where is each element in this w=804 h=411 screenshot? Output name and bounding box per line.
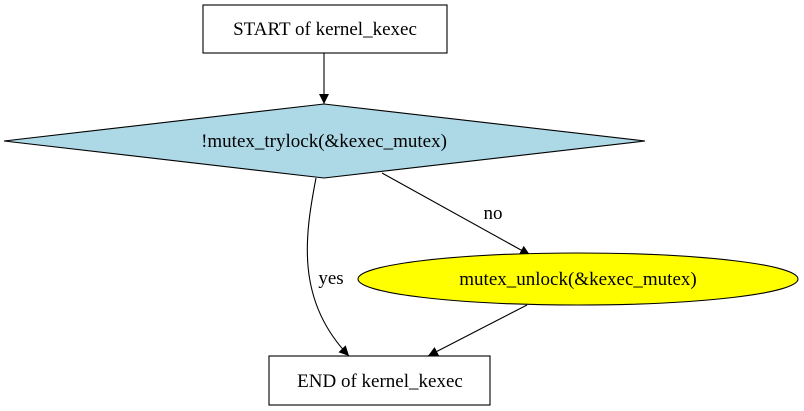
start-node-label: START of kernel_kexec (233, 19, 417, 40)
edge-decision-to-unlock: no (381, 172, 531, 256)
end-node[interactable]: END of kernel_kexec (268, 355, 491, 406)
edge-decision-to-unlock-line (381, 172, 531, 256)
edge-unlock-to-end (427, 304, 528, 357)
unlock-node-ellipse (357, 252, 799, 306)
edge-label-no: no (484, 203, 503, 224)
decision-node-diamond (3, 103, 646, 179)
start-node[interactable]: START of kernel_kexec (202, 4, 448, 54)
decision-node[interactable]: !mutex_trylock(&kexec_mutex) (3, 103, 646, 179)
edge-label-yes: yes (318, 268, 343, 289)
unlock-node[interactable]: mutex_unlock(&kexec_mutex) (357, 252, 799, 306)
edge-decision-to-end: yes (306, 177, 350, 357)
unlock-node-label: mutex_unlock(&kexec_mutex) (459, 269, 696, 290)
edge-decision-to-end-line (306, 177, 350, 357)
start-node-box (202, 4, 448, 54)
end-node-box (268, 355, 491, 406)
decision-node-label: !mutex_trylock(&kexec_mutex) (201, 131, 447, 152)
end-node-label: END of kernel_kexec (297, 371, 463, 392)
edge-unlock-to-end-line (427, 304, 528, 357)
